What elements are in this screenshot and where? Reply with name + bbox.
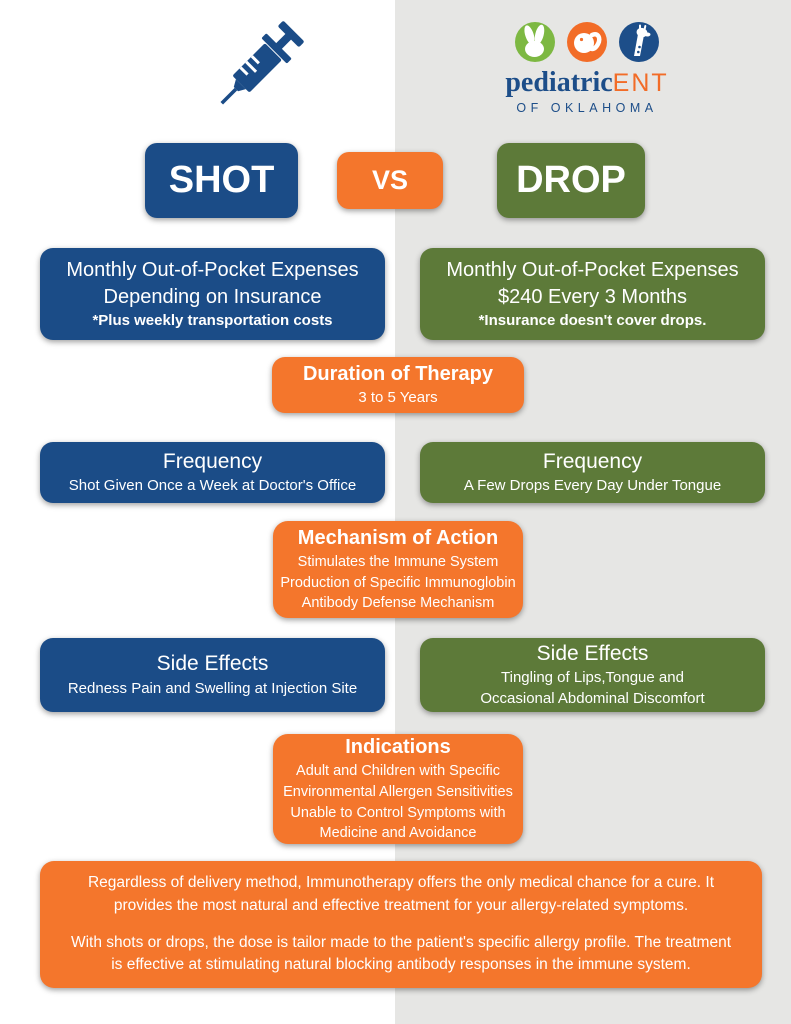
card-line: Stimulates the Immune System (297, 554, 499, 571)
card-subtitle: A Few Drops Every Day Under Tongue (463, 477, 722, 495)
card-line: Depending on Insurance (103, 285, 322, 308)
drop-badge: DROP (497, 143, 645, 218)
logo-text-pediatric: pediatric (505, 67, 613, 98)
summary-paragraph: Regardless of delivery method, Immunothe… (87, 874, 715, 914)
indications-card: Indications Adult and Children with Spec… (273, 734, 523, 844)
card-line: Monthly Out-of-Pocket Expenses (66, 259, 359, 282)
card-title: Mechanism of Action (297, 527, 499, 550)
frequency-drop-card: Frequency A Few Drops Every Day Under To… (420, 442, 765, 503)
duration-card: Duration of Therapy 3 to 5 Years (272, 357, 524, 413)
card-line: Production of Specific Immunoglobin (280, 574, 516, 591)
card-title: Side Effects (156, 652, 269, 676)
side-effects-drop-card: Side Effects Tingling of Lips,Tongue and… (420, 638, 765, 712)
card-subtitle: Redness Pain and Swelling at Injection S… (67, 679, 358, 697)
card-line: Unable to Control Symptoms with (290, 804, 506, 821)
side-effects-shot-card: Side Effects Redness Pain and Swelling a… (40, 638, 385, 712)
logo-text-ent: ENT (612, 69, 669, 97)
card-note: *Insurance doesn't cover drops. (478, 312, 707, 330)
card-line: Medicine and Avoidance (319, 825, 477, 842)
card-line: Occasional Abdominal Discomfort (480, 690, 705, 708)
logo-wordmark: pediatricENT (454, 69, 720, 97)
card-note: *Plus weekly transportation costs (92, 312, 333, 330)
shot-badge: SHOT (145, 143, 298, 218)
cost-shot-card: Monthly Out-of-Pocket Expenses Depending… (40, 248, 385, 340)
card-title: Frequency (162, 449, 263, 473)
card-line: Environmental Allergen Sensitivities (283, 783, 513, 800)
card-line: $240 Every 3 Months (498, 285, 687, 308)
summary-paragraph: With shots or drops, the dose is tailor … (70, 934, 732, 974)
card-line: Antibody Defense Mechanism (301, 595, 495, 612)
card-line: Adult and Children with Specific (296, 763, 500, 780)
card-title: Indications (345, 736, 451, 759)
frequency-shot-card: Frequency Shot Given Once a Week at Doct… (40, 442, 385, 503)
card-title: Duration of Therapy (302, 363, 493, 386)
pediatric-ent-logo: pediatricENT OF OKLAHOMA (454, 22, 720, 115)
giraffe-icon (619, 22, 659, 62)
elephant-icon (567, 22, 607, 62)
cost-drop-card: Monthly Out-of-Pocket Expenses $240 Ever… (420, 248, 765, 340)
card-line: Tingling of Lips,Tongue and (501, 669, 684, 687)
card-line: Monthly Out-of-Pocket Expenses (446, 259, 739, 282)
card-title: Side Effects (536, 642, 649, 666)
card-subtitle: 3 to 5 Years (358, 389, 438, 407)
mechanism-card: Mechanism of Action Stimulates the Immun… (273, 521, 523, 618)
summary-card: Regardless of delivery method, Immunothe… (40, 861, 762, 988)
logo-subtitle: OF OKLAHOMA (516, 101, 658, 115)
card-title: Frequency (542, 449, 643, 473)
logo-animal-circles (454, 22, 720, 62)
card-subtitle: Shot Given Once a Week at Doctor's Offic… (68, 477, 357, 495)
syringe-icon (220, 21, 304, 105)
rabbit-icon (515, 22, 555, 62)
vs-badge: VS (337, 152, 443, 209)
